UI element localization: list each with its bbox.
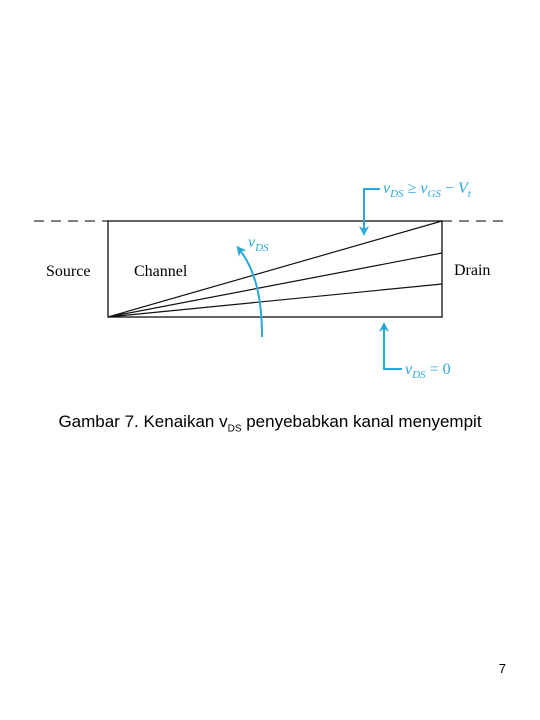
channel-line-pinchoff bbox=[107, 220, 443, 318]
channel-box bbox=[107, 220, 443, 318]
page-number: 7 bbox=[498, 661, 506, 676]
caption-prefix: Gambar 7. Kenaikan v bbox=[58, 412, 228, 431]
figure-caption: Gambar 7. Kenaikan vDS penyebabkan kanal… bbox=[0, 412, 540, 434]
channel-label: Channel bbox=[134, 263, 188, 280]
caption-suffix: penyebabkan kanal menyempit bbox=[241, 412, 482, 431]
vds-increase-arrow bbox=[236, 245, 263, 338]
zero-vds-condition-label: vDS = 0 bbox=[405, 361, 451, 381]
caption-subscript: DS bbox=[227, 423, 242, 435]
drain-label: Drain bbox=[454, 262, 490, 279]
source-label: Source bbox=[46, 263, 90, 280]
channel-line-mid bbox=[107, 252, 443, 318]
channel-pinchoff-diagram: Source Channel Drain vDS vDS ≥ vGS − Vt … bbox=[34, 180, 508, 381]
pinchoff-condition-label: vDS ≥ vGS − Vt bbox=[383, 180, 472, 200]
vds-arrow-label: vDS bbox=[248, 234, 269, 254]
zero-vds-pointer-arrow bbox=[379, 322, 402, 370]
channel-line-low bbox=[107, 283, 443, 318]
pinchoff-pointer-arrow bbox=[359, 188, 380, 236]
